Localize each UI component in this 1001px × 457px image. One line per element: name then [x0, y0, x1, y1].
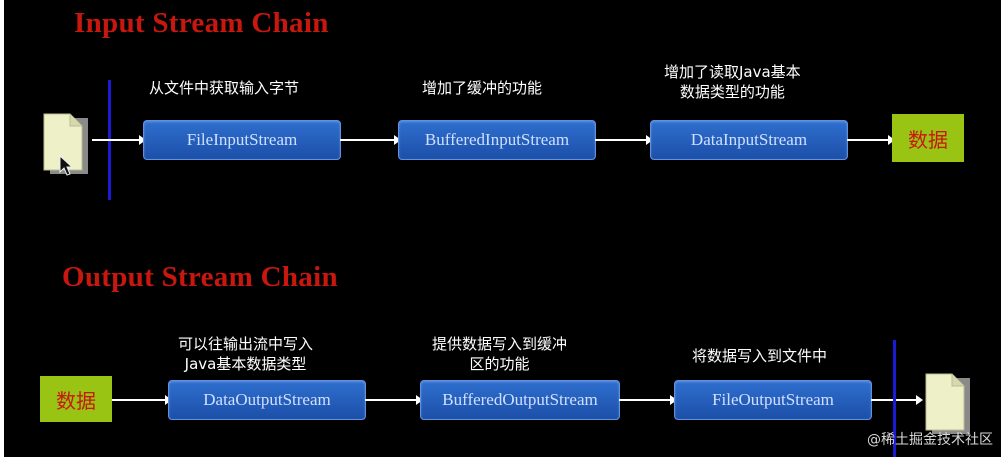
diagram-canvas: Input Stream Chain 从文件中获取输入字节 增加了缓冲的功能 增…: [4, 0, 1001, 457]
input-chain-title: Input Stream Chain: [74, 7, 329, 39]
input-step-2-desc: 增加了缓冲的功能: [422, 79, 543, 97]
output-arrow-2: [365, 395, 423, 405]
file-input-stream-box: FileInputStream: [143, 120, 341, 160]
input-target-data: 数据: [892, 114, 964, 162]
target-file-icon: [925, 373, 970, 434]
buffered-output-stream-box: BufferedOutputStream: [420, 380, 620, 420]
output-arrow-3: [619, 395, 677, 405]
output-step-1-desc: 可以往输出流中写入 Java基本数据类型: [178, 335, 314, 373]
output-arrow-1: [112, 395, 172, 405]
input-arrow-3: [595, 135, 653, 145]
output-step-3-desc: 将数据写入到文件中: [692, 347, 828, 365]
file-output-stream-box: FileOutputStream: [674, 380, 872, 420]
data-input-stream-box: DataInputStream: [650, 120, 848, 160]
input-step-3-desc: 增加了读取Java基本 数据类型的功能: [664, 63, 801, 101]
input-step-1-desc: 从文件中获取输入字节: [149, 79, 300, 97]
output-step-2-desc: 提供数据写入到缓冲 区的功能: [432, 335, 568, 373]
output-target-boundary: [893, 340, 896, 457]
input-arrow-2: [340, 135, 401, 145]
buffered-input-stream-box: BufferedInputStream: [398, 120, 596, 160]
input-arrow-1: [92, 135, 146, 145]
output-chain-title: Output Stream Chain: [62, 261, 338, 293]
input-arrow-4: [847, 135, 895, 145]
source-file-icon: [43, 113, 88, 176]
output-source-data: 数据: [40, 376, 112, 422]
data-output-stream-box: DataOutputStream: [168, 380, 366, 420]
watermark: @稀土掘金技术社区: [867, 432, 993, 448]
